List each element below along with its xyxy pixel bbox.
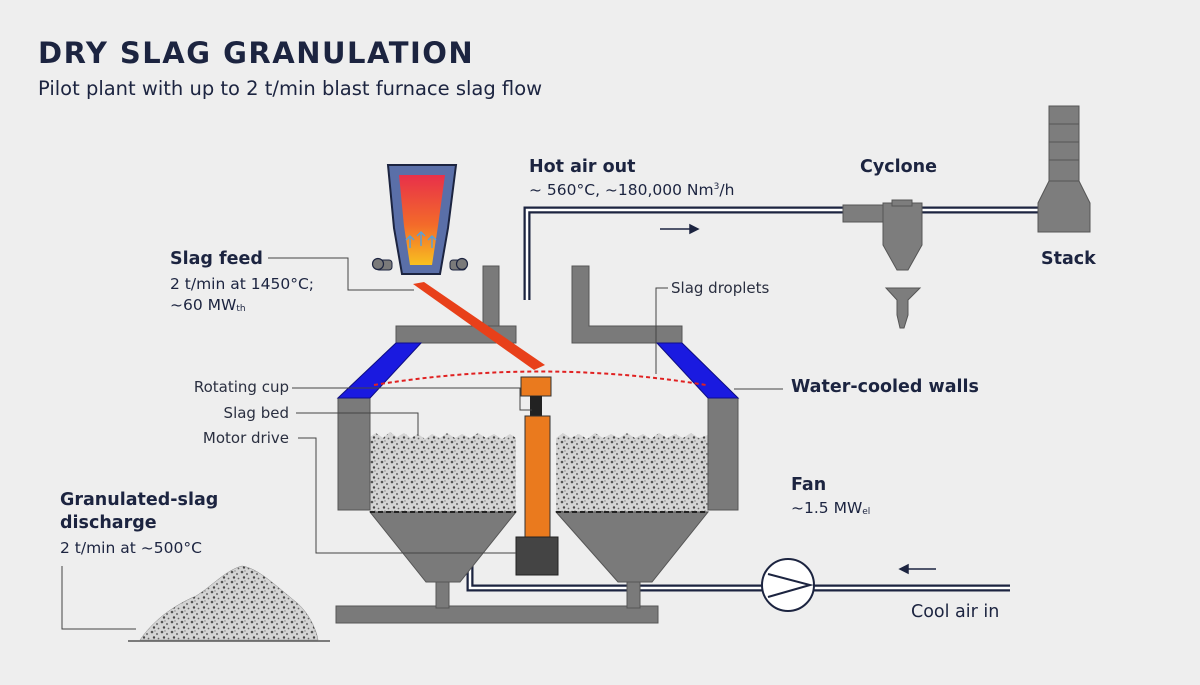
discharge-pile <box>139 565 319 641</box>
chamber-right <box>554 397 739 609</box>
stack <box>1037 105 1091 233</box>
motor-drive-label: Motor drive <box>202 429 289 447</box>
fan-icon <box>761 558 815 612</box>
slag-bed-label: Slag bed <box>223 404 289 422</box>
cyclone <box>842 199 923 329</box>
discharge-title-line2: discharge <box>60 513 157 533</box>
cyclone-label: Cyclone <box>860 157 937 177</box>
page-title: DRY SLAG GRANULATION <box>38 36 475 70</box>
slag-feed-line2: ~60 MWth <box>170 296 246 314</box>
hot-air-out-title: Hot air out <box>529 157 636 177</box>
stack-label: Stack <box>1041 249 1096 269</box>
cool-air-in-label: Cool air in <box>911 602 1000 622</box>
slag-droplets-label: Slag droplets <box>671 279 770 297</box>
rotating-cup-label: Rotating cup <box>193 378 289 396</box>
hot-air-out-detail: ~ 560°C, ~180,000 Nm3/h <box>529 181 735 199</box>
water-cooled-walls <box>336 342 740 399</box>
chamber-left <box>337 397 518 609</box>
water-cooled-walls-label: Water-cooled walls <box>791 377 979 397</box>
fan-detail: ~1.5 MWel <box>791 499 871 517</box>
hot-air-arrow <box>660 223 700 235</box>
hot-air-duct <box>523 206 1085 300</box>
discharge-title-line1: Granulated-slag <box>60 490 219 510</box>
slag-feed-title: Slag feed <box>170 249 263 269</box>
ladle <box>371 164 469 275</box>
fan-title: Fan <box>791 475 827 495</box>
leader-lines <box>61 257 783 630</box>
base-platform <box>335 605 659 624</box>
slag-droplets <box>373 370 707 386</box>
discharge-detail: 2 t/min at ~500°C <box>60 539 202 557</box>
page-subtitle: Pilot plant with up to 2 t/min blast fur… <box>38 77 543 100</box>
cool-air-arrow <box>898 563 936 575</box>
slag-feed-line1: 2 t/min at 1450°C; <box>170 275 314 293</box>
rotating-cup-assembly <box>515 376 559 576</box>
slag-stream <box>413 282 545 370</box>
